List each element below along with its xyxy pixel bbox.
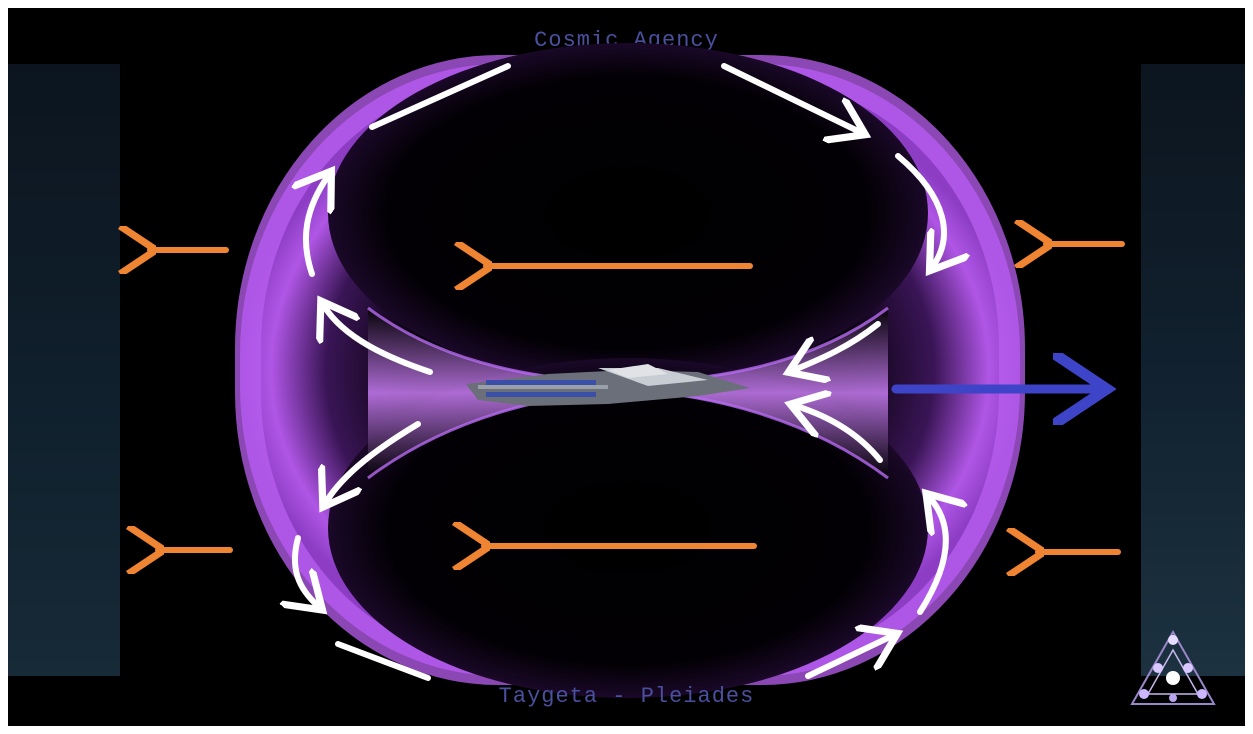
- video-frame: Cosmic Agency: [8, 8, 1245, 726]
- toroidal-field-diagram: [8, 8, 1245, 726]
- footer-subtitle: Taygeta - Pleiades: [8, 684, 1245, 709]
- pleiades-logo-icon: [1128, 628, 1218, 708]
